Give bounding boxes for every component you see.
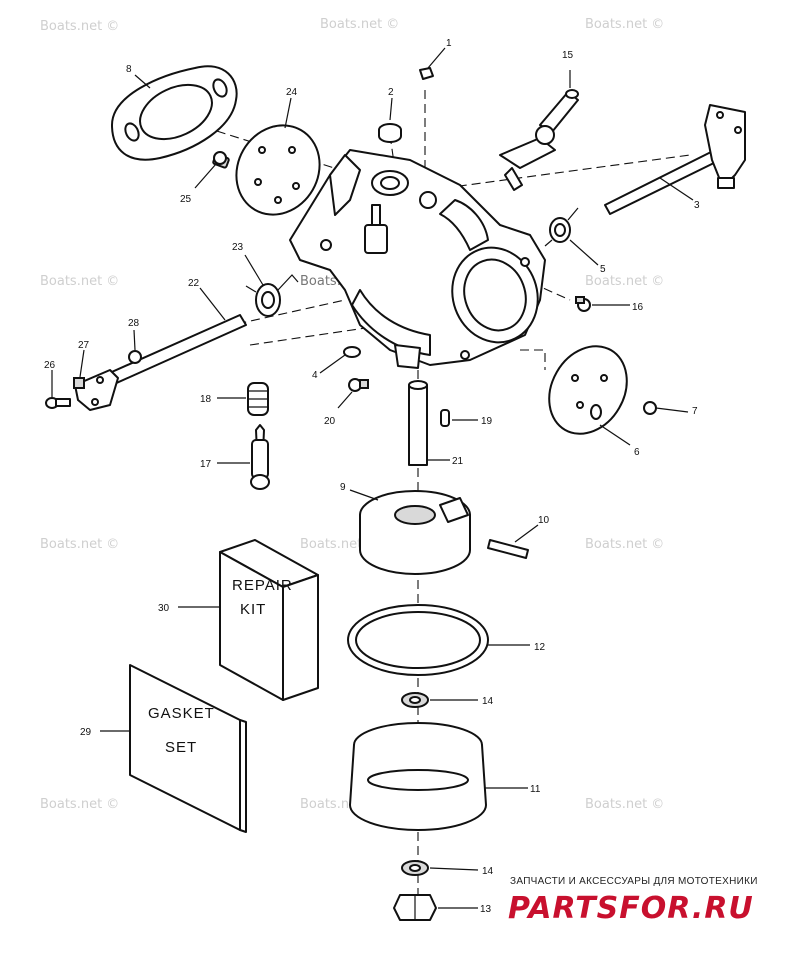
part-17-needle-screw bbox=[250, 424, 270, 490]
part-2-cap bbox=[378, 123, 402, 143]
label-8: 8 bbox=[126, 64, 132, 75]
footer-logo: PARTSFOR.RU bbox=[508, 891, 754, 926]
repair-kit-line-1: REPAIR bbox=[232, 577, 293, 594]
part-15-fuel-inlet-fitting bbox=[499, 89, 579, 191]
watermark: Boats.net © bbox=[585, 17, 664, 32]
label-7: 7 bbox=[692, 406, 698, 417]
assembly-line bbox=[520, 349, 546, 370]
part-22-choke-shaft bbox=[74, 314, 247, 411]
label-4: 4 bbox=[312, 370, 318, 381]
part-4-washer bbox=[343, 346, 361, 358]
assembly-line bbox=[429, 154, 691, 191]
part-21-float-shaft bbox=[408, 380, 428, 466]
label-25: 25 bbox=[180, 194, 192, 205]
part-25-screw bbox=[212, 151, 230, 169]
label-10: 10 bbox=[538, 515, 550, 526]
part-8-flange-gasket bbox=[111, 65, 238, 161]
part-20-screw bbox=[348, 378, 369, 392]
label-30: 30 bbox=[158, 603, 170, 614]
label-1: 1 bbox=[446, 38, 452, 49]
watermark: Boats.net © bbox=[320, 17, 399, 32]
part-number-labels: 1 2 3 4 5 6 7 8 9 10 11 12 13 14 15 16 1… bbox=[44, 38, 700, 915]
part-9-float bbox=[359, 490, 471, 575]
label-9: 9 bbox=[340, 482, 346, 493]
label-15: 15 bbox=[562, 50, 574, 61]
part-23-spring bbox=[245, 274, 299, 317]
label-14-lower: 14 bbox=[482, 866, 494, 877]
watermark: Boats.net © bbox=[585, 537, 664, 552]
label-27: 27 bbox=[78, 340, 90, 351]
watermark: Boats.net © bbox=[40, 274, 119, 289]
part-24-round-gasket bbox=[235, 124, 321, 216]
part-26-screw bbox=[45, 397, 71, 409]
part-6-throttle-plate bbox=[548, 345, 628, 435]
part-14-washer-lower bbox=[401, 860, 429, 876]
watermark: Boats.net © bbox=[40, 797, 119, 812]
part-7-screw bbox=[643, 401, 657, 415]
label-23: 23 bbox=[232, 242, 244, 253]
label-18: 18 bbox=[200, 394, 212, 405]
gasket-set-line-1: GASKET bbox=[148, 705, 215, 722]
label-17: 17 bbox=[200, 459, 212, 470]
label-22: 22 bbox=[188, 278, 200, 289]
label-12: 12 bbox=[534, 642, 546, 653]
label-24: 24 bbox=[286, 87, 298, 98]
label-28: 28 bbox=[128, 318, 140, 329]
label-13: 13 bbox=[480, 904, 492, 915]
watermark: Boats.net © bbox=[585, 274, 664, 289]
label-14: 14 bbox=[482, 696, 494, 707]
part-29-gasket-set-box: GASKET SET bbox=[129, 664, 247, 833]
label-16: 16 bbox=[632, 302, 644, 313]
watermark: Boats.net © bbox=[40, 19, 119, 34]
part-12-gasket-ring bbox=[347, 604, 489, 676]
part-28-nut bbox=[128, 350, 142, 364]
gasket-set-line-2: SET bbox=[165, 739, 197, 756]
part-30-repair-kit-box: REPAIR KIT bbox=[219, 539, 319, 701]
footer-tagline: ЗАПЧАСТИ И АКСЕССУАРЫ ДЛЯ МОТОТЕХНИКИ bbox=[510, 876, 758, 887]
part-19-pin bbox=[440, 409, 450, 427]
part-1-plug bbox=[419, 67, 434, 80]
label-5: 5 bbox=[600, 264, 606, 275]
label-20: 20 bbox=[324, 416, 336, 427]
part-5-spring bbox=[544, 207, 579, 247]
part-10-pin bbox=[487, 539, 529, 559]
label-11: 11 bbox=[530, 784, 541, 795]
label-21: 21 bbox=[452, 456, 464, 467]
part-3-throttle-shaft bbox=[604, 104, 746, 215]
watermark: Boats.net © bbox=[585, 797, 664, 812]
part-16-screw bbox=[575, 296, 591, 312]
part-14-washer bbox=[401, 692, 429, 708]
part-11-float-bowl bbox=[349, 722, 487, 831]
part-18-spring bbox=[247, 382, 269, 416]
part-27-nut bbox=[73, 377, 85, 389]
label-2: 2 bbox=[388, 87, 394, 98]
footer-branding: ЗАПЧАСТИ И АКСЕССУАРЫ ДЛЯ МОТОТЕХНИКИ PA… bbox=[508, 876, 758, 926]
label-6: 6 bbox=[634, 447, 640, 458]
leader-lines bbox=[51, 47, 694, 909]
label-19: 19 bbox=[481, 416, 493, 427]
label-29: 29 bbox=[80, 727, 92, 738]
repair-kit-line-2: KIT bbox=[240, 601, 266, 618]
label-3: 3 bbox=[694, 200, 700, 211]
watermark: Boats.net © bbox=[40, 537, 119, 552]
assembly-line bbox=[209, 299, 346, 331]
carburetor-body bbox=[289, 149, 546, 369]
label-26: 26 bbox=[44, 360, 56, 371]
part-13-bowl-nut bbox=[393, 894, 437, 921]
